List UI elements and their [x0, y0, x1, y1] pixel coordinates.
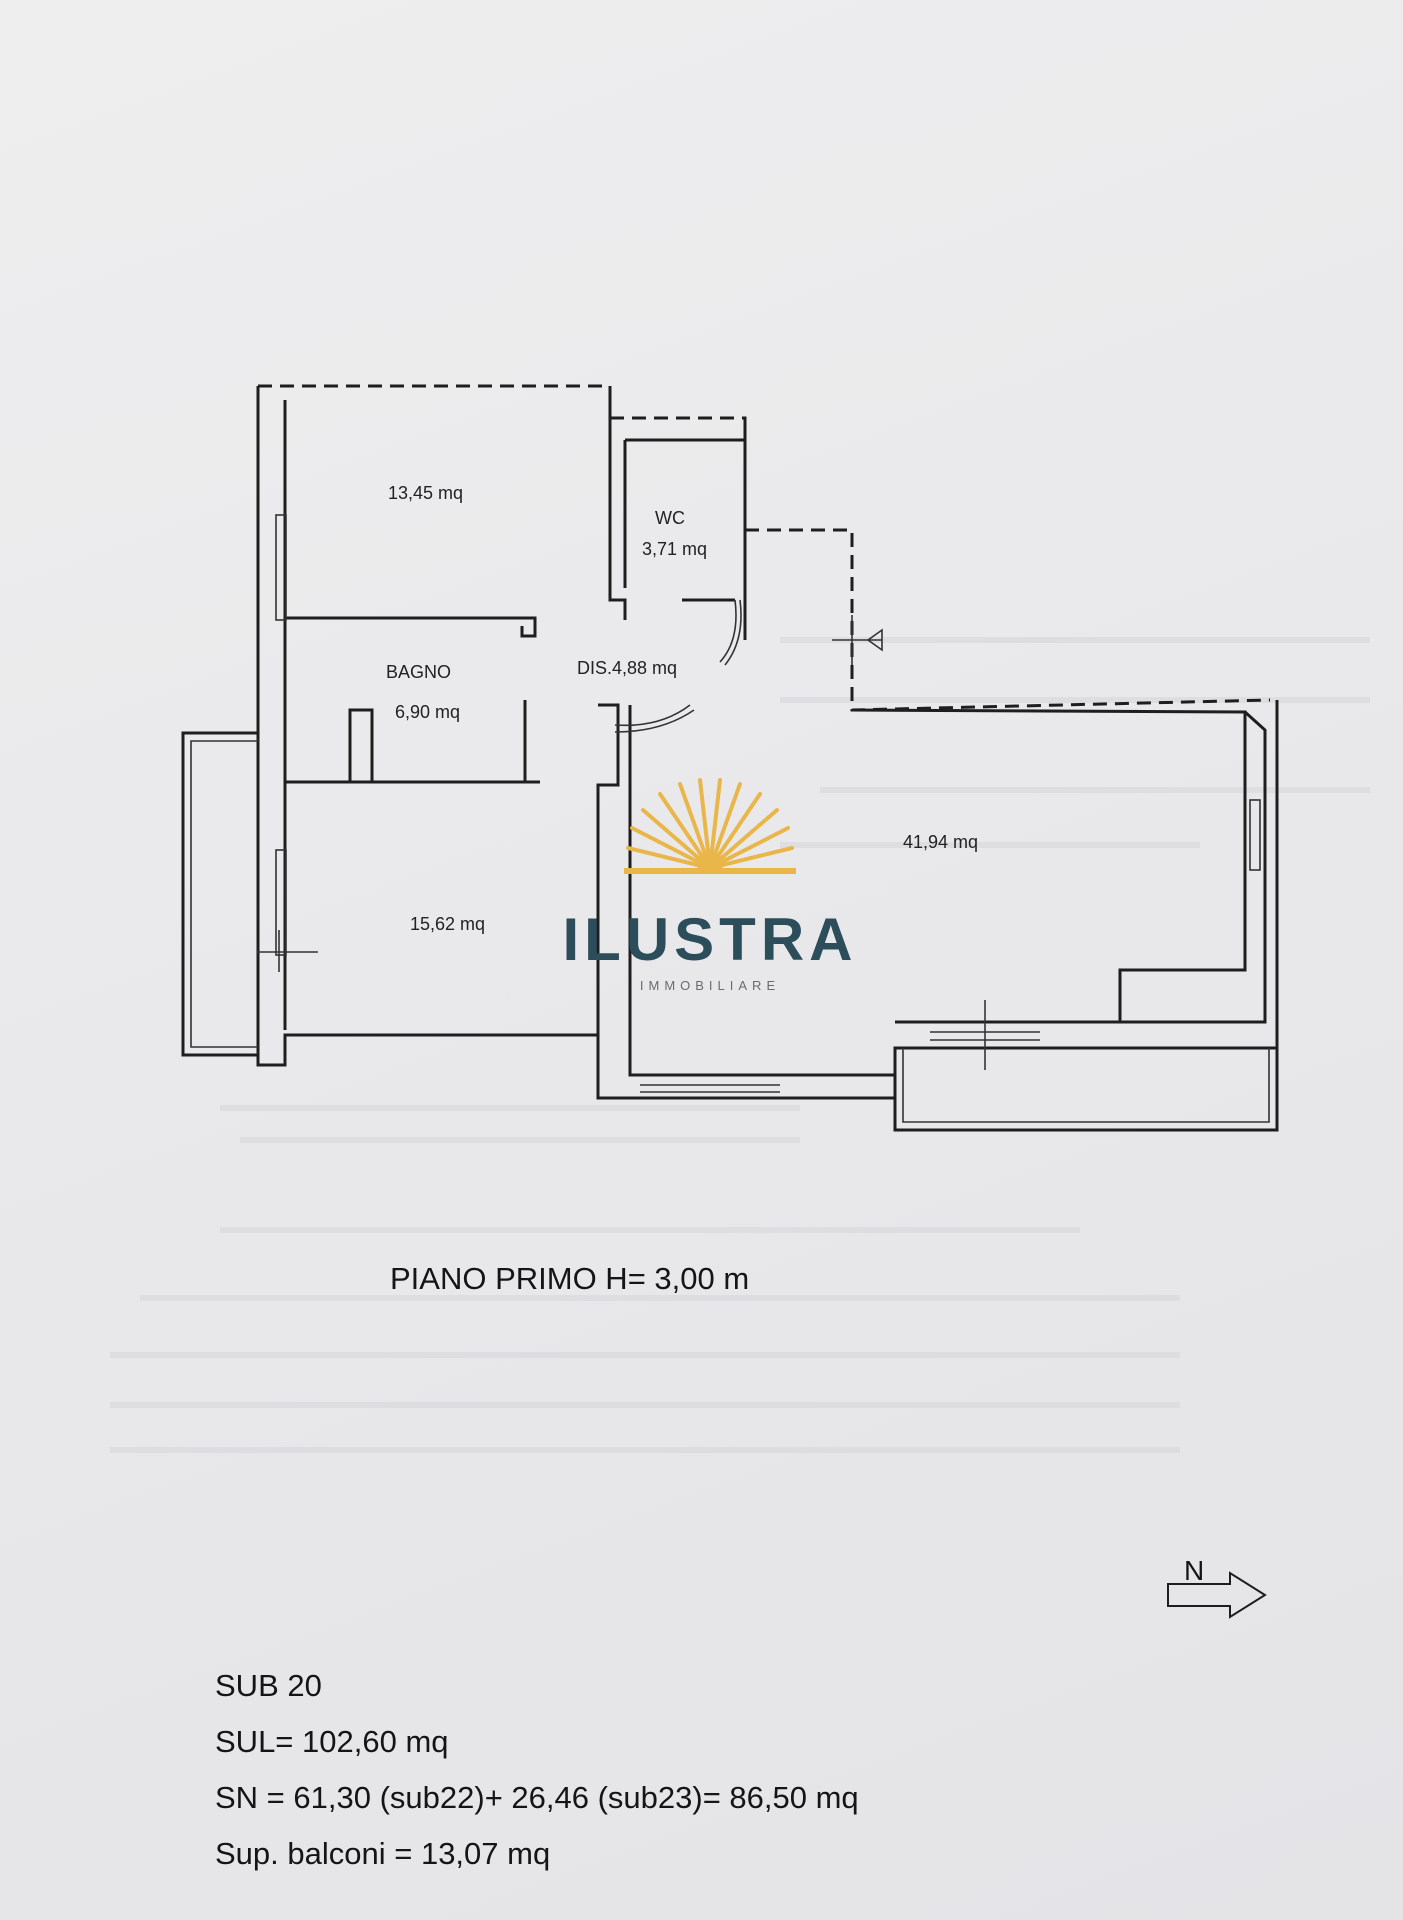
north-label: N: [1184, 1555, 1204, 1586]
bagno-area-label: 6,90 mq: [395, 702, 460, 722]
logo-roof-icon: [696, 853, 724, 870]
wc-name-label: WC: [655, 508, 685, 528]
logo-tagline: IMMOBILIARE: [640, 978, 780, 993]
logo-name: ILUSTRA: [563, 906, 858, 973]
section-markers: [257, 615, 986, 1070]
bleed-through-text: [110, 637, 1370, 1453]
surface-summary: SUB 20 SUL= 102,60 mq SN = 61,30 (sub22)…: [215, 1658, 859, 1882]
living-area-label: 41,94 mq: [903, 832, 978, 852]
bedroom-b-area-label: 15,62 mq: [410, 914, 485, 934]
floor-title: PIANO PRIMO H= 3,00 m: [390, 1261, 749, 1296]
bedroom-a-area-label: 13,45 mq: [388, 483, 463, 503]
balcony-left: [181, 731, 258, 1057]
logo-base-bar: [624, 868, 796, 874]
balconi-label: Sup. balconi = 13,07 mq: [215, 1836, 551, 1871]
balcony-right: [893, 1048, 1279, 1132]
north-arrow-icon: [1167, 1571, 1267, 1619]
sub-label: SUB 20: [215, 1668, 322, 1703]
ilustra-logo: ILUSTRA IMMOBILIARE: [563, 778, 858, 993]
bagno-name-label: BAGNO: [386, 662, 451, 682]
sul-label: SUL= 102,60 mq: [215, 1724, 449, 1759]
door-swings: [614, 599, 742, 733]
sun-rays-icon: [626, 778, 794, 870]
room-labels: 13,45 mq WC 3,71 mq BAGNO 6,90 mq DIS.4,…: [386, 483, 978, 934]
dis-area-label: DIS.4,88 mq: [577, 658, 677, 678]
north-arrow: N: [1167, 1555, 1267, 1619]
walls-outer: [256, 386, 1279, 1100]
wc-area-label: 3,71 mq: [642, 539, 707, 559]
sn-label: SN = 61,30 (sub22)+ 26,46 (sub23)= 86,50…: [215, 1780, 859, 1815]
walls-interior: [275, 418, 1261, 1093]
